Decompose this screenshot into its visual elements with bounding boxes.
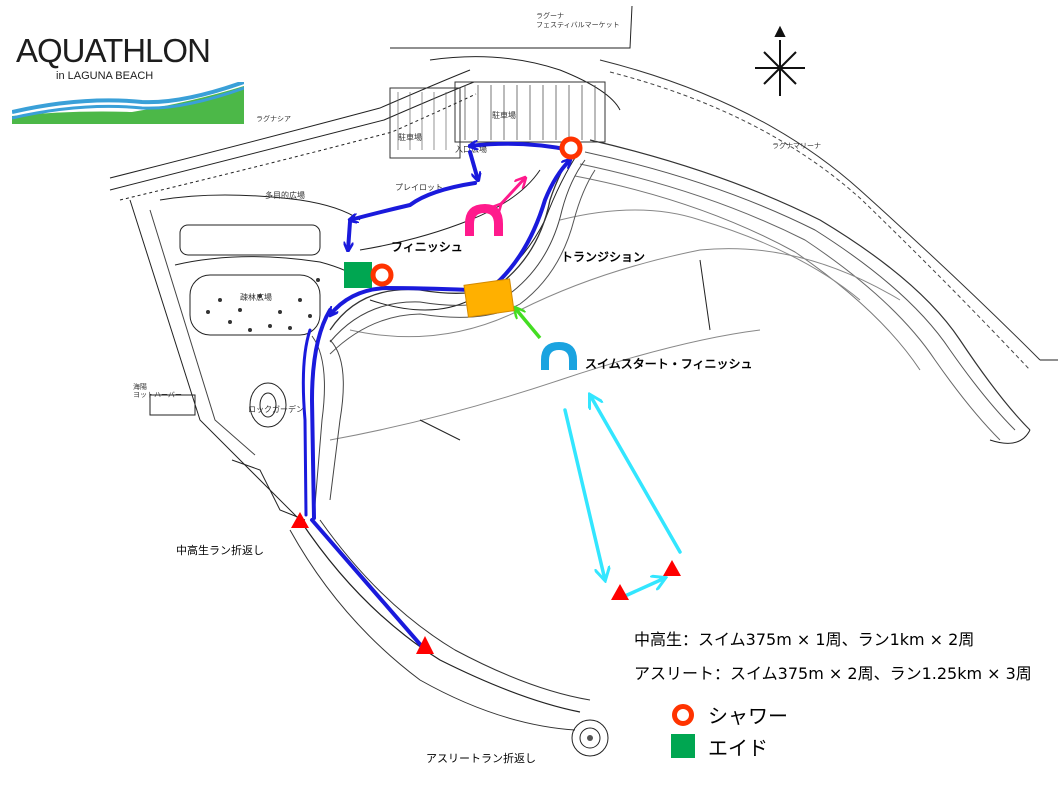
logo-subtitle: in LAGUNA BEACH	[56, 70, 154, 82]
legend: シャワー エイド	[670, 700, 850, 770]
label-yacht-harbor-1: 海陽	[133, 382, 147, 391]
logo-title: AQUATHLON	[16, 32, 211, 69]
label-parking-2: 駐車場	[492, 110, 516, 120]
legend-aid-label: エイド	[708, 736, 768, 760]
label-multipurpose-plaza: 多目的広場	[265, 190, 305, 200]
event-logo: AQUATHLON in LAGUNA BEACH	[12, 32, 244, 124]
label-festival-market-2: フェスティバルマーケット	[536, 21, 620, 29]
label-laguna-marina: ラグナマリーナ	[772, 141, 821, 150]
turnaround-markers	[291, 512, 681, 654]
swim-buoy-icon	[611, 584, 629, 600]
label-swim-start-finish: スイムスタート・フィニッシュ	[585, 357, 753, 371]
label-forest-plaza: 疎林広場	[240, 292, 272, 302]
label-rock-garden: ロックガーデン	[248, 404, 304, 414]
aid-square-icon	[671, 734, 695, 758]
label-transition: トランジション	[561, 250, 646, 264]
label-parking-1: 駐車場	[398, 132, 422, 142]
label-junior-turnaround: 中高生ラン折返し	[176, 544, 264, 557]
label-laguna-ocean: ラグナシア	[256, 114, 291, 123]
athlete-midrun-turnaround-icon	[416, 636, 434, 654]
swim-arch-icon	[541, 342, 577, 370]
swim-route	[563, 395, 682, 598]
transition-entry-arrow	[515, 308, 542, 340]
finish-arrow	[500, 178, 525, 205]
legend-shower-label: シャワー	[708, 704, 788, 728]
junior-turnaround-icon	[291, 512, 309, 528]
swim-buoy-icon	[663, 560, 681, 576]
label-athlete-turnaround: アスリートラン折返し	[426, 752, 536, 765]
shower-ring-icon	[370, 263, 394, 287]
logo-wave-graphic	[12, 82, 244, 124]
aid-station-icon	[344, 262, 372, 288]
shower-ring-icon	[559, 136, 583, 160]
label-finish: フィニッシュ	[391, 240, 463, 254]
transition-area	[463, 278, 515, 318]
label-play-lot: プレイロット	[395, 183, 443, 192]
label-festival-market-1: ラグーナ	[536, 11, 564, 20]
north-arrow-icon	[755, 25, 805, 96]
shower-ring-icon	[672, 704, 694, 726]
run-route	[301, 144, 570, 652]
label-yacht-harbor-2: ヨットハーバー	[133, 391, 182, 399]
course-info-junior: 中高生：スイム375m × 1周、ラン1km × 2周	[634, 630, 975, 649]
course-info-athlete: アスリート：スイム375m × 2周、ラン1.25km × 3周	[634, 664, 1032, 683]
finish-arch-icon	[465, 204, 503, 236]
